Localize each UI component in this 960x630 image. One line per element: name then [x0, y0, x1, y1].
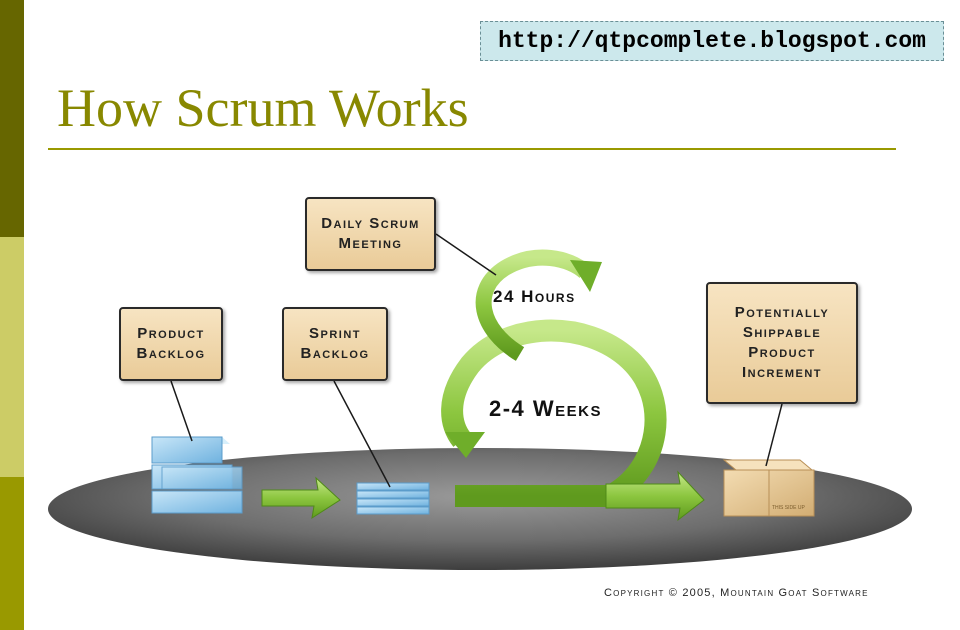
title-underline: [48, 148, 896, 150]
sprint-loop-exit-arrow: [605, 470, 705, 522]
daily-loop-arrow: [475, 249, 591, 361]
left-stripe-mid: [0, 477, 24, 630]
hours-label: 24 Hours: [493, 287, 576, 306]
weeks-label: 2-4 Weeks: [489, 396, 603, 421]
sprint-backlog-stack: [356, 482, 430, 515]
left-stripe-light: [0, 237, 24, 477]
sprint-loop-arrowhead-down: [445, 432, 485, 458]
daily-scrum-line-2: Meeting: [338, 235, 403, 252]
blog-url-banner: http://qtpcomplete.blogspot.com: [480, 21, 944, 61]
platform-ellipse: [48, 448, 912, 570]
product-backlog-line-1: Product: [137, 325, 205, 342]
product-backlog-stack: [151, 436, 243, 514]
increment-line-1: Potentially: [734, 304, 830, 321]
sprint-backlog-line-1: Sprint: [308, 325, 361, 342]
sprint-backlog-line-2: Backlog: [300, 345, 370, 362]
sprint-backlog-label: Sprint Backlog: [282, 307, 388, 381]
product-backlog-label: Product Backlog: [119, 307, 223, 381]
connector-sprint: [333, 380, 391, 488]
copyright-notice: Copyright © 2005, Mountain Goat Software: [604, 587, 869, 599]
connector-product: [170, 380, 193, 442]
connector-increment: [765, 403, 783, 467]
increment-line-4: Increment: [742, 364, 822, 381]
daily-scrum-label: Daily Scrum Meeting: [305, 197, 436, 271]
daily-loop-arrowhead: [570, 260, 602, 292]
flow-arrow-1: [261, 476, 341, 520]
left-stripe-dark: [0, 0, 24, 237]
slide-title: How Scrum Works: [57, 78, 469, 138]
daily-scrum-line-1: Daily Scrum: [321, 215, 420, 232]
increment-label: Potentially Shippable Product Increment: [706, 282, 858, 404]
increment-line-2: Shippable: [742, 324, 822, 341]
increment-line-3: Product: [748, 344, 816, 361]
product-backlog-line-2: Backlog: [136, 345, 206, 362]
connector-daily: [435, 233, 497, 276]
sprint-loop-arrow: [441, 319, 667, 507]
shippable-box: [722, 459, 815, 517]
box-print: THIS SIDE UP: [772, 505, 805, 511]
